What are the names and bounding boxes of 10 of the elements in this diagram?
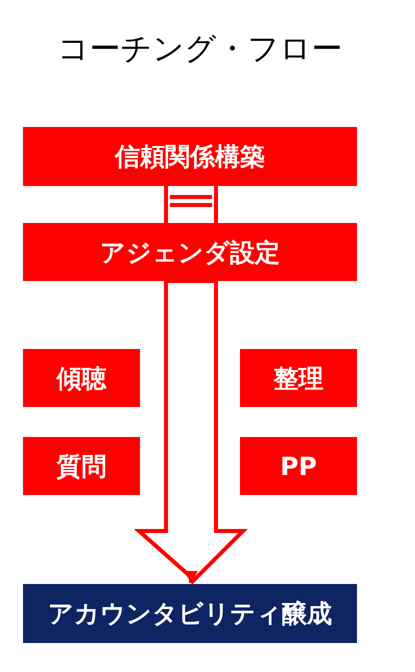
process-box: 整理: [240, 349, 357, 407]
title: コーチング・フロー: [56, 30, 344, 69]
process-box: PP: [240, 437, 357, 495]
process-box: 傾聴: [23, 349, 140, 407]
process-box: アカウンタビリティ醸成: [23, 584, 357, 643]
connector: [164, 184, 218, 225]
block-arrow: [134, 279, 248, 585]
process-box: アジェンダ設定: [23, 223, 357, 281]
process-box: 信頼関係構築: [23, 127, 357, 186]
process-box: 質問: [23, 437, 140, 495]
